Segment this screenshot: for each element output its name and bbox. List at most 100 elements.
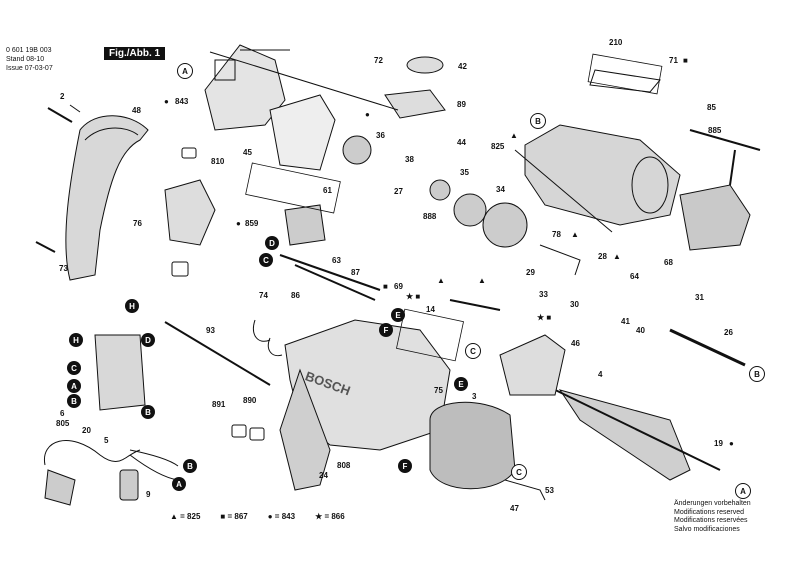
part-label: 41 [621, 317, 630, 326]
part-label: 87 [351, 268, 360, 277]
part-label: 44 [457, 138, 466, 147]
issue-date: 07-03-07 [24, 65, 53, 72]
part-label: 73 [59, 264, 68, 273]
ref-letter-circle: H [125, 299, 139, 313]
part-label: 26 [724, 328, 733, 337]
part-label: 48 [132, 106, 141, 115]
part-label: 210 [609, 38, 623, 47]
circle-marker: ● [164, 97, 169, 106]
legend-item: ■ = 867 [220, 512, 248, 521]
legend-item: ● = 843 [267, 512, 296, 521]
ref-letter-circle: B [67, 394, 81, 408]
circle-marker: ● [236, 219, 241, 228]
doc-number: 0 601 19B 003 [6, 47, 52, 54]
part-label: 75 [434, 386, 443, 395]
triangle-marker: ▲ [437, 276, 445, 285]
part-label: 9 [146, 490, 151, 499]
part-label: 63 [332, 256, 341, 265]
part-label: 808 [337, 461, 351, 470]
ref-letter-circle: F [398, 459, 412, 473]
part-label: 61 [323, 186, 332, 195]
part-label: 2 [60, 92, 65, 101]
issue-label: Issue [6, 65, 23, 72]
part-label: 33 [539, 290, 548, 299]
modification-note: Änderungen vorbehalten Modifications res… [674, 500, 751, 533]
part-label: 843 [175, 97, 189, 106]
ref-letter-circle: C [259, 253, 273, 267]
part-label: 76 [133, 219, 142, 228]
square-marker: ■ [383, 282, 388, 291]
triangle-marker: ▲ [613, 252, 621, 261]
housing-top-part [204, 44, 286, 131]
part-label: 888 [423, 212, 437, 221]
part-label: 20 [82, 426, 91, 435]
circle-marker: ● [729, 439, 734, 448]
part-label: 29 [526, 268, 535, 277]
ref-letter-circle: B [530, 113, 546, 129]
ref-letter-circle: A [735, 483, 751, 499]
part-label: 86 [291, 291, 300, 300]
part-label: 805 [56, 419, 70, 428]
part-label: 24 [319, 471, 328, 480]
part-label: 3 [472, 392, 477, 401]
part-label: 89 [457, 100, 466, 109]
ref-letter-circle: D [265, 236, 279, 250]
part-label: 810 [211, 157, 225, 166]
part-label: 74 [259, 291, 268, 300]
ref-letter-circle: F [379, 323, 393, 337]
part-label: 19 [714, 439, 723, 448]
ref-letter-circle: C [511, 464, 527, 480]
part-label: 885 [708, 126, 722, 135]
part-label: 34 [496, 185, 505, 194]
ref-letter-circle: B [183, 459, 197, 473]
part-label: 31 [695, 293, 704, 302]
ref-letter-circle: E [454, 377, 468, 391]
part-label: 36 [376, 131, 385, 140]
figure-label: Fig./Abb. 1 [104, 47, 166, 60]
stand-date: 08-10 [26, 56, 45, 63]
part-label: 30 [570, 300, 579, 309]
part-label: 69 [394, 282, 403, 291]
part-label: 53 [545, 486, 554, 495]
part-label: 6 [60, 409, 65, 418]
part-label: 72 [374, 56, 383, 65]
ref-letter-circle: B [141, 405, 155, 419]
handle-part [65, 115, 149, 281]
ref-letter-circle: C [465, 343, 481, 359]
ref-letter-circle: B [749, 366, 765, 382]
part-label: 64 [630, 272, 639, 281]
ref-letter-circle: A [177, 63, 193, 79]
part-label: 5 [104, 436, 109, 445]
symbol-legend: ▲ = 825 ■ = 867 ● = 843 ★ = 866 [170, 512, 345, 521]
gearbox-housing-part [524, 124, 681, 226]
part-label: 85 [707, 103, 716, 112]
part-label: 68 [664, 258, 673, 267]
part-label: 42 [458, 62, 467, 71]
part-label: 45 [243, 148, 252, 157]
part-label: 14 [426, 305, 435, 314]
part-label: 78 [552, 230, 561, 239]
triangle-marker: ▲ [571, 230, 579, 239]
ref-letter-circle: A [172, 477, 186, 491]
part-label: 890 [243, 396, 257, 405]
square-marker: ■ [683, 56, 688, 65]
legend-item: ★ = 866 [315, 512, 345, 521]
part-label: 93 [206, 326, 215, 335]
part-label: 46 [571, 339, 580, 348]
part-label: 891 [212, 400, 226, 409]
star-marker: ★ ■ [537, 313, 552, 322]
ref-letter-circle: A [67, 379, 81, 393]
part-label: 825 [491, 142, 505, 151]
ref-letter-circle: E [391, 308, 405, 322]
part-label: 4 [598, 370, 603, 379]
part-label: 40 [636, 326, 645, 335]
document-header: 0 601 19B 003 Stand 08-10 Issue 07-03-07 [6, 46, 53, 73]
ref-letter-circle: D [141, 333, 155, 347]
part-label: 35 [460, 168, 469, 177]
part-label: 27 [394, 187, 403, 196]
circle-marker: ● [365, 110, 370, 119]
ref-letter-circle: H [69, 333, 83, 347]
stand-label: Stand [6, 56, 25, 63]
part-label: 28 [598, 252, 607, 261]
